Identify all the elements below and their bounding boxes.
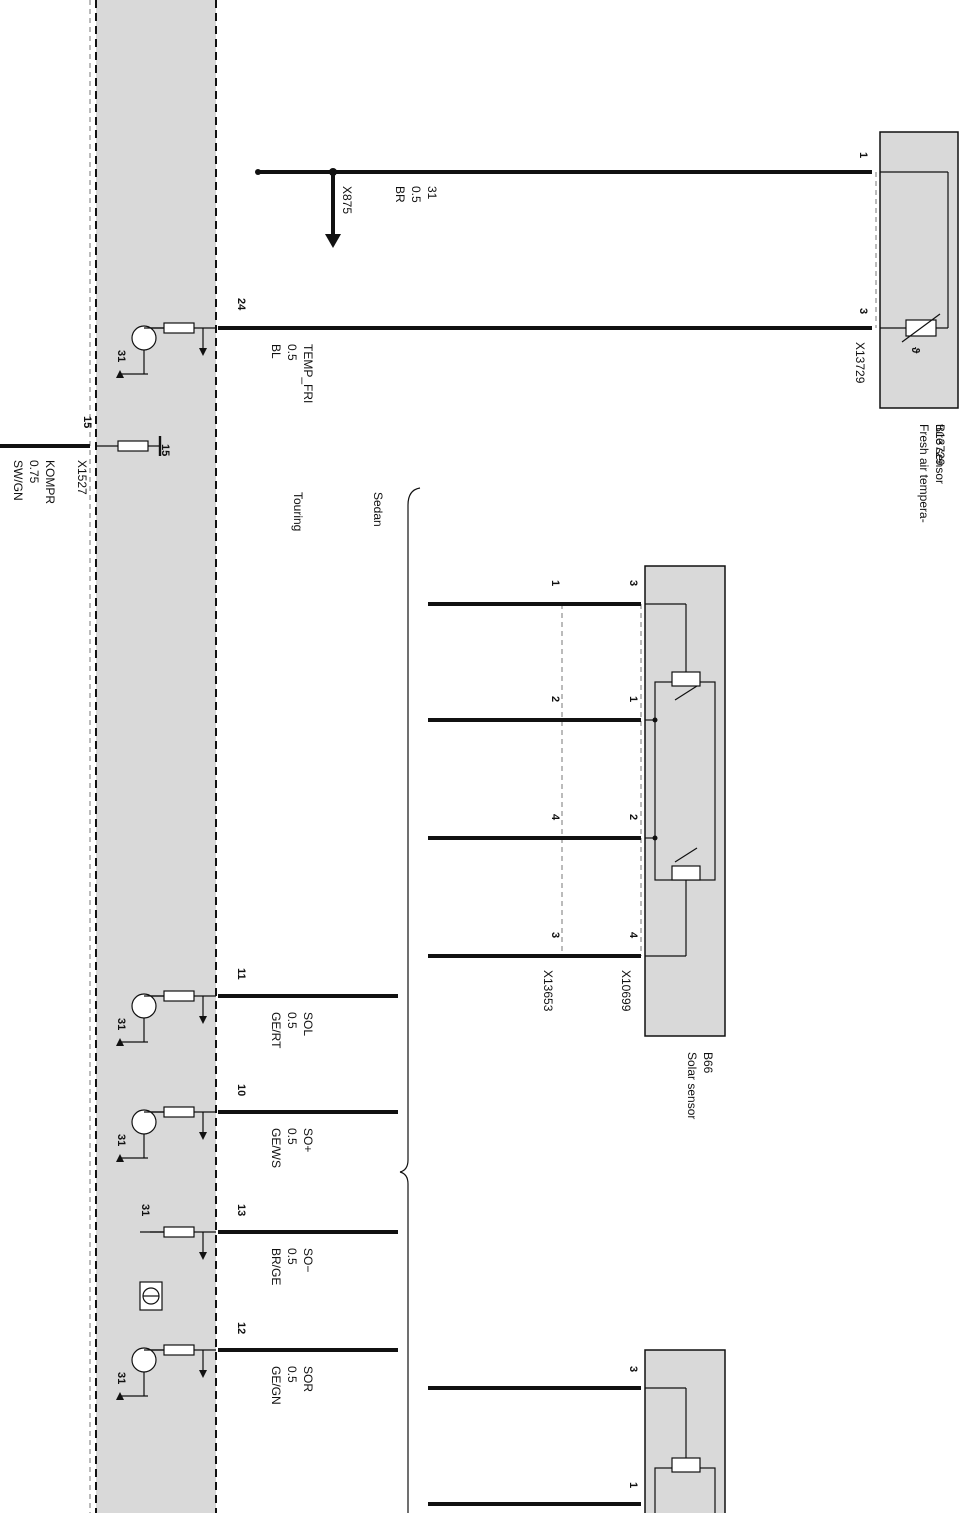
fresh-air-sensor-name-line-2: ture sensor — [933, 424, 947, 484]
fresh-air-sensor-connector-label: X13729 — [853, 342, 867, 384]
module-wire-pin-1: 11 — [235, 968, 247, 980]
svg-text:31: 31 — [115, 350, 127, 362]
temp-fri-module-pin: 24 — [235, 298, 247, 311]
module-ground-arrow-1 — [116, 1038, 124, 1046]
ground-x875-arrow-head — [325, 234, 341, 248]
solar-junction-2 — [652, 835, 658, 841]
module-wire-color-4: GE/GN — [269, 1366, 283, 1405]
module-ground-arrow-4 — [116, 1392, 124, 1400]
solar-harness-pin-label-4: 3 — [549, 932, 561, 938]
lower-sensor-box — [644, 1349, 726, 1513]
module-wire-pin-2: 10 — [235, 1084, 247, 1096]
fresh-air-sensor-name: Fresh air tempera-ture sensor — [917, 424, 947, 523]
variant-sedan: Sedan — [371, 492, 385, 527]
fresh-air-sensor-pin-1: 1 — [857, 152, 869, 158]
module-internal-arrow-2 — [199, 1132, 207, 1140]
ground-wire-size: 0.5 — [409, 186, 423, 203]
module-wire-code-1: SOL — [301, 1012, 315, 1036]
kompr-supply-label: 15 — [159, 444, 171, 456]
ntc-resistor-slash — [901, 313, 941, 343]
temp-fri-code: TEMP_FRI — [301, 344, 315, 403]
photodiode-right-arrow — [674, 847, 698, 863]
solar-harness-pin-label-2: 2 — [549, 696, 561, 702]
ground-connector-label: X875 — [340, 186, 354, 214]
module-wire-code-2: SO+ — [301, 1128, 315, 1152]
solar-junction-1 — [652, 717, 658, 723]
variant-touring: Touring — [291, 492, 305, 531]
solar-sensor-wires: 3 1 1 2 2 4 4 3 — [428, 580, 641, 958]
solar-sensor-pin-label-3: 2 — [627, 814, 639, 820]
lower-photodiode — [671, 1457, 701, 1473]
solar-sensor-pin-label-4: 4 — [627, 932, 639, 939]
module-internal-arrow-1 — [199, 1016, 207, 1024]
solar-harness-connector: X13653 — [541, 970, 555, 1012]
module-ground-symbol — [139, 1281, 163, 1311]
kompr-code: KOMPR — [43, 460, 57, 504]
module-transistor-2 — [131, 1109, 157, 1135]
control-module-body — [96, 0, 216, 1513]
kompr-internal-resistor — [117, 440, 149, 452]
module-internal-resistor-2 — [163, 1106, 195, 1118]
photodiode-left — [671, 671, 701, 687]
module-wire-size-2: 0.5 — [285, 1128, 299, 1145]
variant-brace-lower — [399, 1171, 409, 1513]
module-wire-code-4: SOR — [301, 1366, 315, 1392]
lower-sensor-pin-1: 1 — [627, 1482, 639, 1488]
module-wire-size-4: 0.5 — [285, 1366, 299, 1383]
temp-fri-size: 0.5 — [285, 344, 299, 361]
solar-sensor-id: B66 — [701, 1052, 715, 1074]
kompr-connector-label: X1527 — [75, 460, 89, 495]
module-wire-code-3: SO− — [301, 1248, 315, 1272]
module-wire-color-3: BR/GE — [269, 1248, 283, 1285]
module-internal-arrow-4 — [199, 1370, 207, 1378]
module-transistor-1 — [131, 993, 157, 1019]
kompr-pin: 15 — [81, 416, 93, 428]
module-ground-label-1: 31 — [115, 1018, 127, 1030]
photodiode-right — [671, 865, 701, 881]
module-transistor-4 — [131, 1347, 157, 1373]
module-internal-arrow-3 — [199, 1252, 207, 1260]
solar-sensor-pin-label-1: 3 — [627, 580, 639, 586]
variant-brace-upper — [399, 487, 421, 1173]
ground-wire-color: BR — [393, 186, 407, 203]
module-ground-arrow-2 — [116, 1154, 124, 1162]
module-wire-size-3: 0.5 — [285, 1248, 299, 1265]
temp-fri-color: BL — [269, 344, 283, 359]
ground-wire-code: 31 — [425, 186, 439, 200]
module-ground-label-4: 31 — [115, 1372, 127, 1384]
ground-wire-end-dot — [255, 169, 261, 175]
module-wire-size-1: 0.5 — [285, 1012, 299, 1029]
fresh-air-sensor-pin-3: 3 — [857, 308, 869, 314]
solar-harness-pin-label-3: 4 — [549, 814, 561, 821]
ntc-theta-symbol: ϑ — [909, 347, 921, 354]
photodiode-left-arrow — [674, 685, 698, 701]
module-wire-color-2: GE/WS — [269, 1128, 283, 1168]
solar-module-wires: 11SOL0.5GE/RT3110SO+0.5GE/WS3113SO−0.5BR… — [115, 968, 398, 1405]
solar-sensor-pin-label-2: 1 — [627, 696, 639, 702]
temp-fri-internal-symbol: 31 — [115, 322, 216, 378]
module-internal-resistor-1 — [163, 990, 195, 1002]
fresh-air-sensor-id: B13729 — [933, 424, 947, 466]
module-ground-label-3: 31 — [139, 1204, 151, 1216]
fresh-air-sensor-name-line-1: Fresh air tempera- — [917, 424, 931, 523]
solar-harness-pin-label-1: 1 — [549, 580, 561, 586]
solar-sensor-connector: X10699 — [619, 970, 633, 1012]
lower-sensor-pin-3: 3 — [627, 1366, 639, 1372]
fresh-air-sensor-box — [879, 131, 959, 409]
module-wire-color-1: GE/RT — [269, 1012, 283, 1049]
kompr-size: 0.75 — [27, 460, 41, 484]
kompr-color: SW/GN — [11, 460, 25, 501]
solar-sensor-name: Solar sensor — [685, 1052, 699, 1119]
module-internal-resistor-3 — [163, 1226, 195, 1238]
module-internal-resistor-4 — [163, 1344, 195, 1356]
solar-sensor-box — [644, 565, 726, 1037]
module-wire-pin-3: 13 — [235, 1204, 247, 1216]
module-ground-label-2: 31 — [115, 1134, 127, 1146]
module-wire-pin-4: 12 — [235, 1322, 247, 1334]
